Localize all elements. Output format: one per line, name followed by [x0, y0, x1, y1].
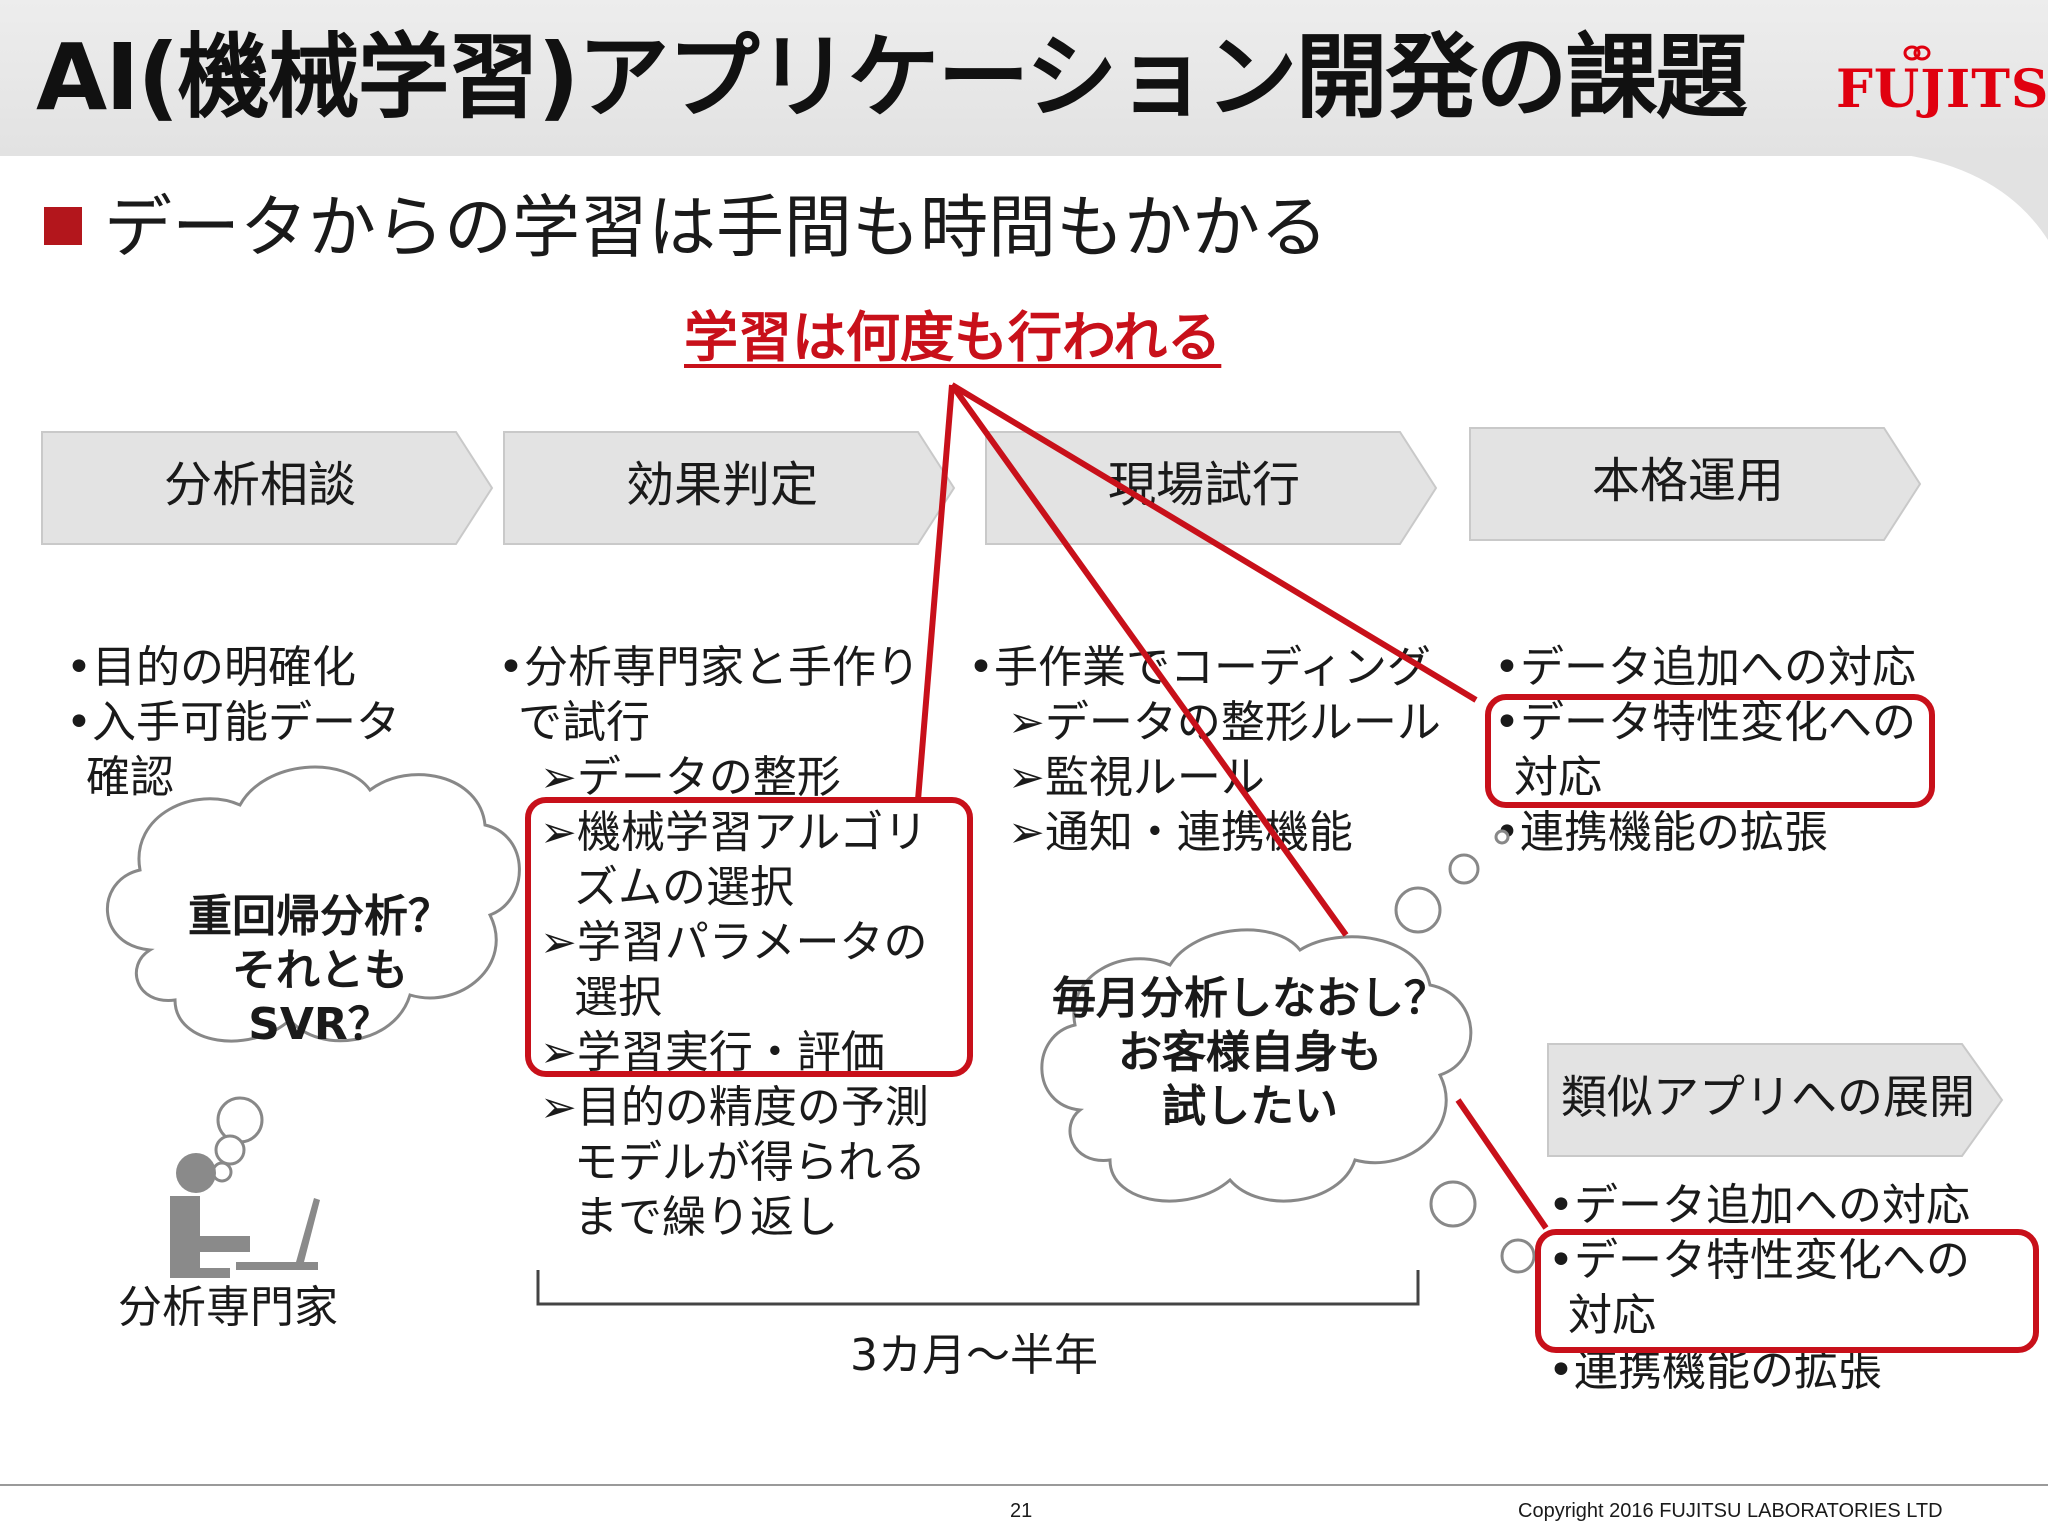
list-item: •分析専門家と手作り	[498, 642, 920, 693]
emphasis-connector-lines	[915, 382, 1549, 1230]
stage-arrow-consult	[41, 431, 494, 545]
trial-points: •手作業でコーディング ➢データの整形ルール ➢監視ルール ➢通知・連携機能	[968, 640, 1441, 860]
list-item: •手作業でコーディング	[968, 642, 1431, 693]
list-item: •データ特性変化への	[1548, 1235, 1970, 1286]
list-item: で試行	[518, 697, 650, 748]
logo-infinity-mark	[1903, 45, 1931, 61]
page-number: 21	[1010, 1500, 1033, 1522]
stage-label-evaluate: 効果判定	[625, 457, 818, 513]
bubble-line: SVR？	[248, 999, 392, 1050]
list-item: ➢通知・連携機能	[1008, 807, 1353, 858]
bullet-square	[44, 207, 82, 245]
customer-bubble-text: 毎月分析しなおし？ お客様自身も 試したい	[1030, 972, 1470, 1134]
operation-points: •データ追加への対応 •データ特性変化への 対応 •連携機能の拡張	[1494, 640, 1916, 860]
person-at-laptop-icon	[170, 1153, 320, 1278]
stage-arrow-trial	[985, 431, 1438, 545]
consult-points: •目的の明確化 •入手可能データ 確認	[66, 640, 400, 805]
duration-brace	[536, 1270, 1420, 1306]
expert-bubble-text: 重回帰分析？ それとも SVR？	[170, 890, 470, 1052]
stage-label-trial: 現場試行	[1107, 457, 1300, 513]
thought-bubble-icon	[1040, 829, 1536, 1274]
stage-label-operation: 本格運用	[1591, 453, 1784, 509]
list-item: ➢学習実行・評価	[540, 1027, 885, 1078]
list-item: ➢データの整形	[540, 752, 841, 803]
list-item: •連携機能の拡張	[1548, 1345, 1882, 1396]
deploy-points: •データ追加への対応 •データ特性変化への 対応 •連携機能の拡張	[1548, 1178, 1970, 1398]
list-item: •目的の明確化	[66, 642, 356, 693]
bubble-line: 重回帰分析？	[188, 891, 452, 942]
thought-bubble-icon	[105, 765, 521, 1183]
stage-label-consult: 分析相談	[163, 457, 356, 513]
list-item: モデルが得られる	[574, 1137, 926, 1188]
page-title: AI(機械学習)アプリケーション開発の課題	[36, 24, 1748, 131]
evaluate-points: •分析専門家と手作り で試行 ➢データの整形 ➢機械学習アルゴリ ズムの選択 ➢…	[498, 640, 929, 1245]
stage-arrow-operation	[1469, 427, 1922, 541]
list-item: 対応	[1514, 752, 1602, 803]
list-item: ズムの選択	[574, 862, 794, 913]
list-item: まで繰り返し	[574, 1192, 838, 1243]
title-band	[0, 0, 2048, 156]
list-item: •データ追加への対応	[1494, 642, 1916, 693]
fujitsu-logo: FUJITSU	[1836, 59, 2048, 120]
bubble-line: それとも	[232, 945, 408, 996]
list-item: •データ特性変化への	[1494, 697, 1916, 748]
list-item: 選択	[574, 972, 662, 1023]
list-item: ➢データの整形ルール	[1008, 697, 1441, 748]
list-item: ➢機械学習アルゴリ	[540, 807, 928, 858]
expert-label: 分析専門家	[118, 1282, 338, 1333]
slide-subtitle: データからの学習は手間も時間もかかる	[104, 189, 1329, 268]
emphasis-text: 学習は何度も行われる	[684, 306, 1222, 369]
list-item: •データ追加への対応	[1548, 1180, 1970, 1231]
list-item: 対応	[1568, 1290, 1656, 1341]
duration-label: 3カ月～半年	[850, 1330, 1098, 1381]
list-item: •連携機能の拡張	[1494, 807, 1828, 858]
footer-divider	[0, 1484, 2048, 1486]
bubble-line: 毎月分析しなおし？	[1052, 973, 1448, 1024]
highlight-boxes	[525, 694, 2039, 1353]
list-item: •入手可能データ	[66, 697, 400, 748]
list-item: ➢目的の精度の予測	[540, 1082, 929, 1133]
copyright: Copyright 2016 FUJITSU LABORATORIES LTD	[1518, 1500, 1943, 1522]
bubble-line: 試したい	[1162, 1081, 1338, 1132]
list-item: ➢学習パラメータの	[540, 917, 928, 968]
stage-label-deploy: 類似アプリへの展開	[1561, 1070, 1975, 1124]
stage-arrow-deploy	[1547, 1043, 2004, 1157]
stage-arrow-evaluate	[503, 431, 956, 545]
list-item: 確認	[86, 752, 174, 803]
bubble-line: お客様自身も	[1118, 1027, 1382, 1078]
